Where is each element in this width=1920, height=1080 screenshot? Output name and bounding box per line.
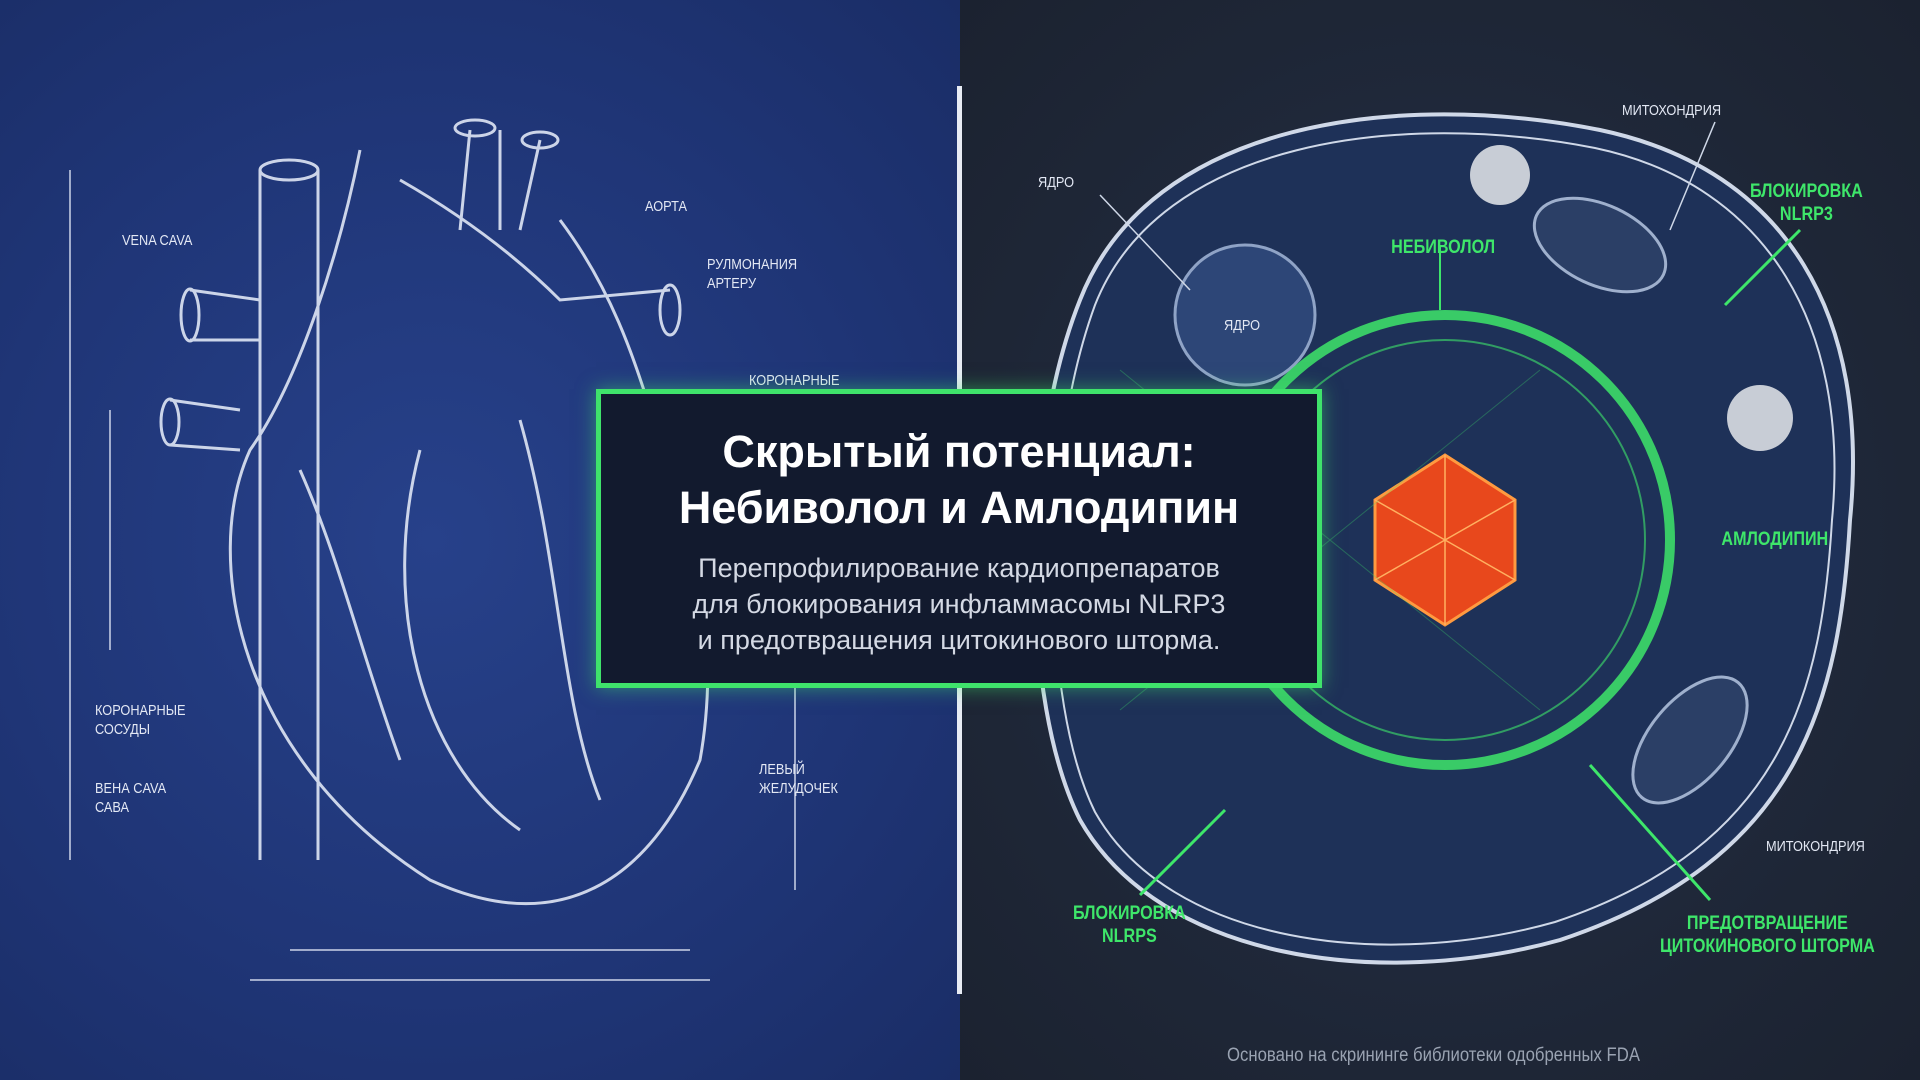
label-coronary: КОРОНАРНЫЕ (749, 372, 840, 389)
label-aorta: АОРТА (645, 198, 687, 215)
footer-note: Основано на скрининге библиотеки одобрен… (1227, 1045, 1640, 1066)
label-mitochondria-bottom: МИТОКОНДРИЯ (1766, 838, 1865, 855)
label-cytokine-storm: ПРЕДОТВРАЩЕНИЕ ЦИТОКИНОВОГО ШТОРМА (1659, 913, 1875, 957)
cell-drawing (1033, 112, 1855, 965)
label-left-ventricle: ЛЕВЫЙ ЖЕЛУДОЧЕК (759, 761, 838, 797)
label-pulmonary-artery: РУЛМОНАНИЯ АРТЕРУ (707, 256, 798, 292)
label-vena-cava: VENA CAVA (122, 232, 193, 249)
label-mitochondria-top: МИТОХОНДРИЯ (1622, 102, 1722, 119)
mitochondrion-bottom (1631, 675, 1749, 805)
label-vena-cava-ru: ВЕНА CAVA САВА (95, 780, 167, 816)
title-card: Скрытый потенциал: Небиволол и Амлодипин… (596, 389, 1322, 688)
label-nlrp3-block-top: БЛОКИРОВКА NLRP3 (1749, 181, 1863, 225)
subtitle: Перепрофилирование кардиопрепаратов для … (692, 553, 1226, 655)
mitochondrion-top (1532, 196, 1668, 294)
label-nucleus: ЯДРО (1038, 174, 1074, 191)
label-nucleus-inner: ЯДРО (1224, 317, 1260, 334)
label-nlrp3-block-bottom: БЛОКИРОВКА NLRPS (1072, 903, 1186, 947)
label-coronary-vessels: КОРОНАРНЫЕ СОСУДЫ (95, 702, 186, 738)
title: Скрытый потенциал: Небиволол и Амлодипин (678, 426, 1240, 533)
label-nebivolol: НЕБИВОЛОЛ (1391, 237, 1496, 258)
label-amlodipine: АМЛОДИПИН (1721, 529, 1829, 550)
nucleus (1173, 243, 1317, 387)
